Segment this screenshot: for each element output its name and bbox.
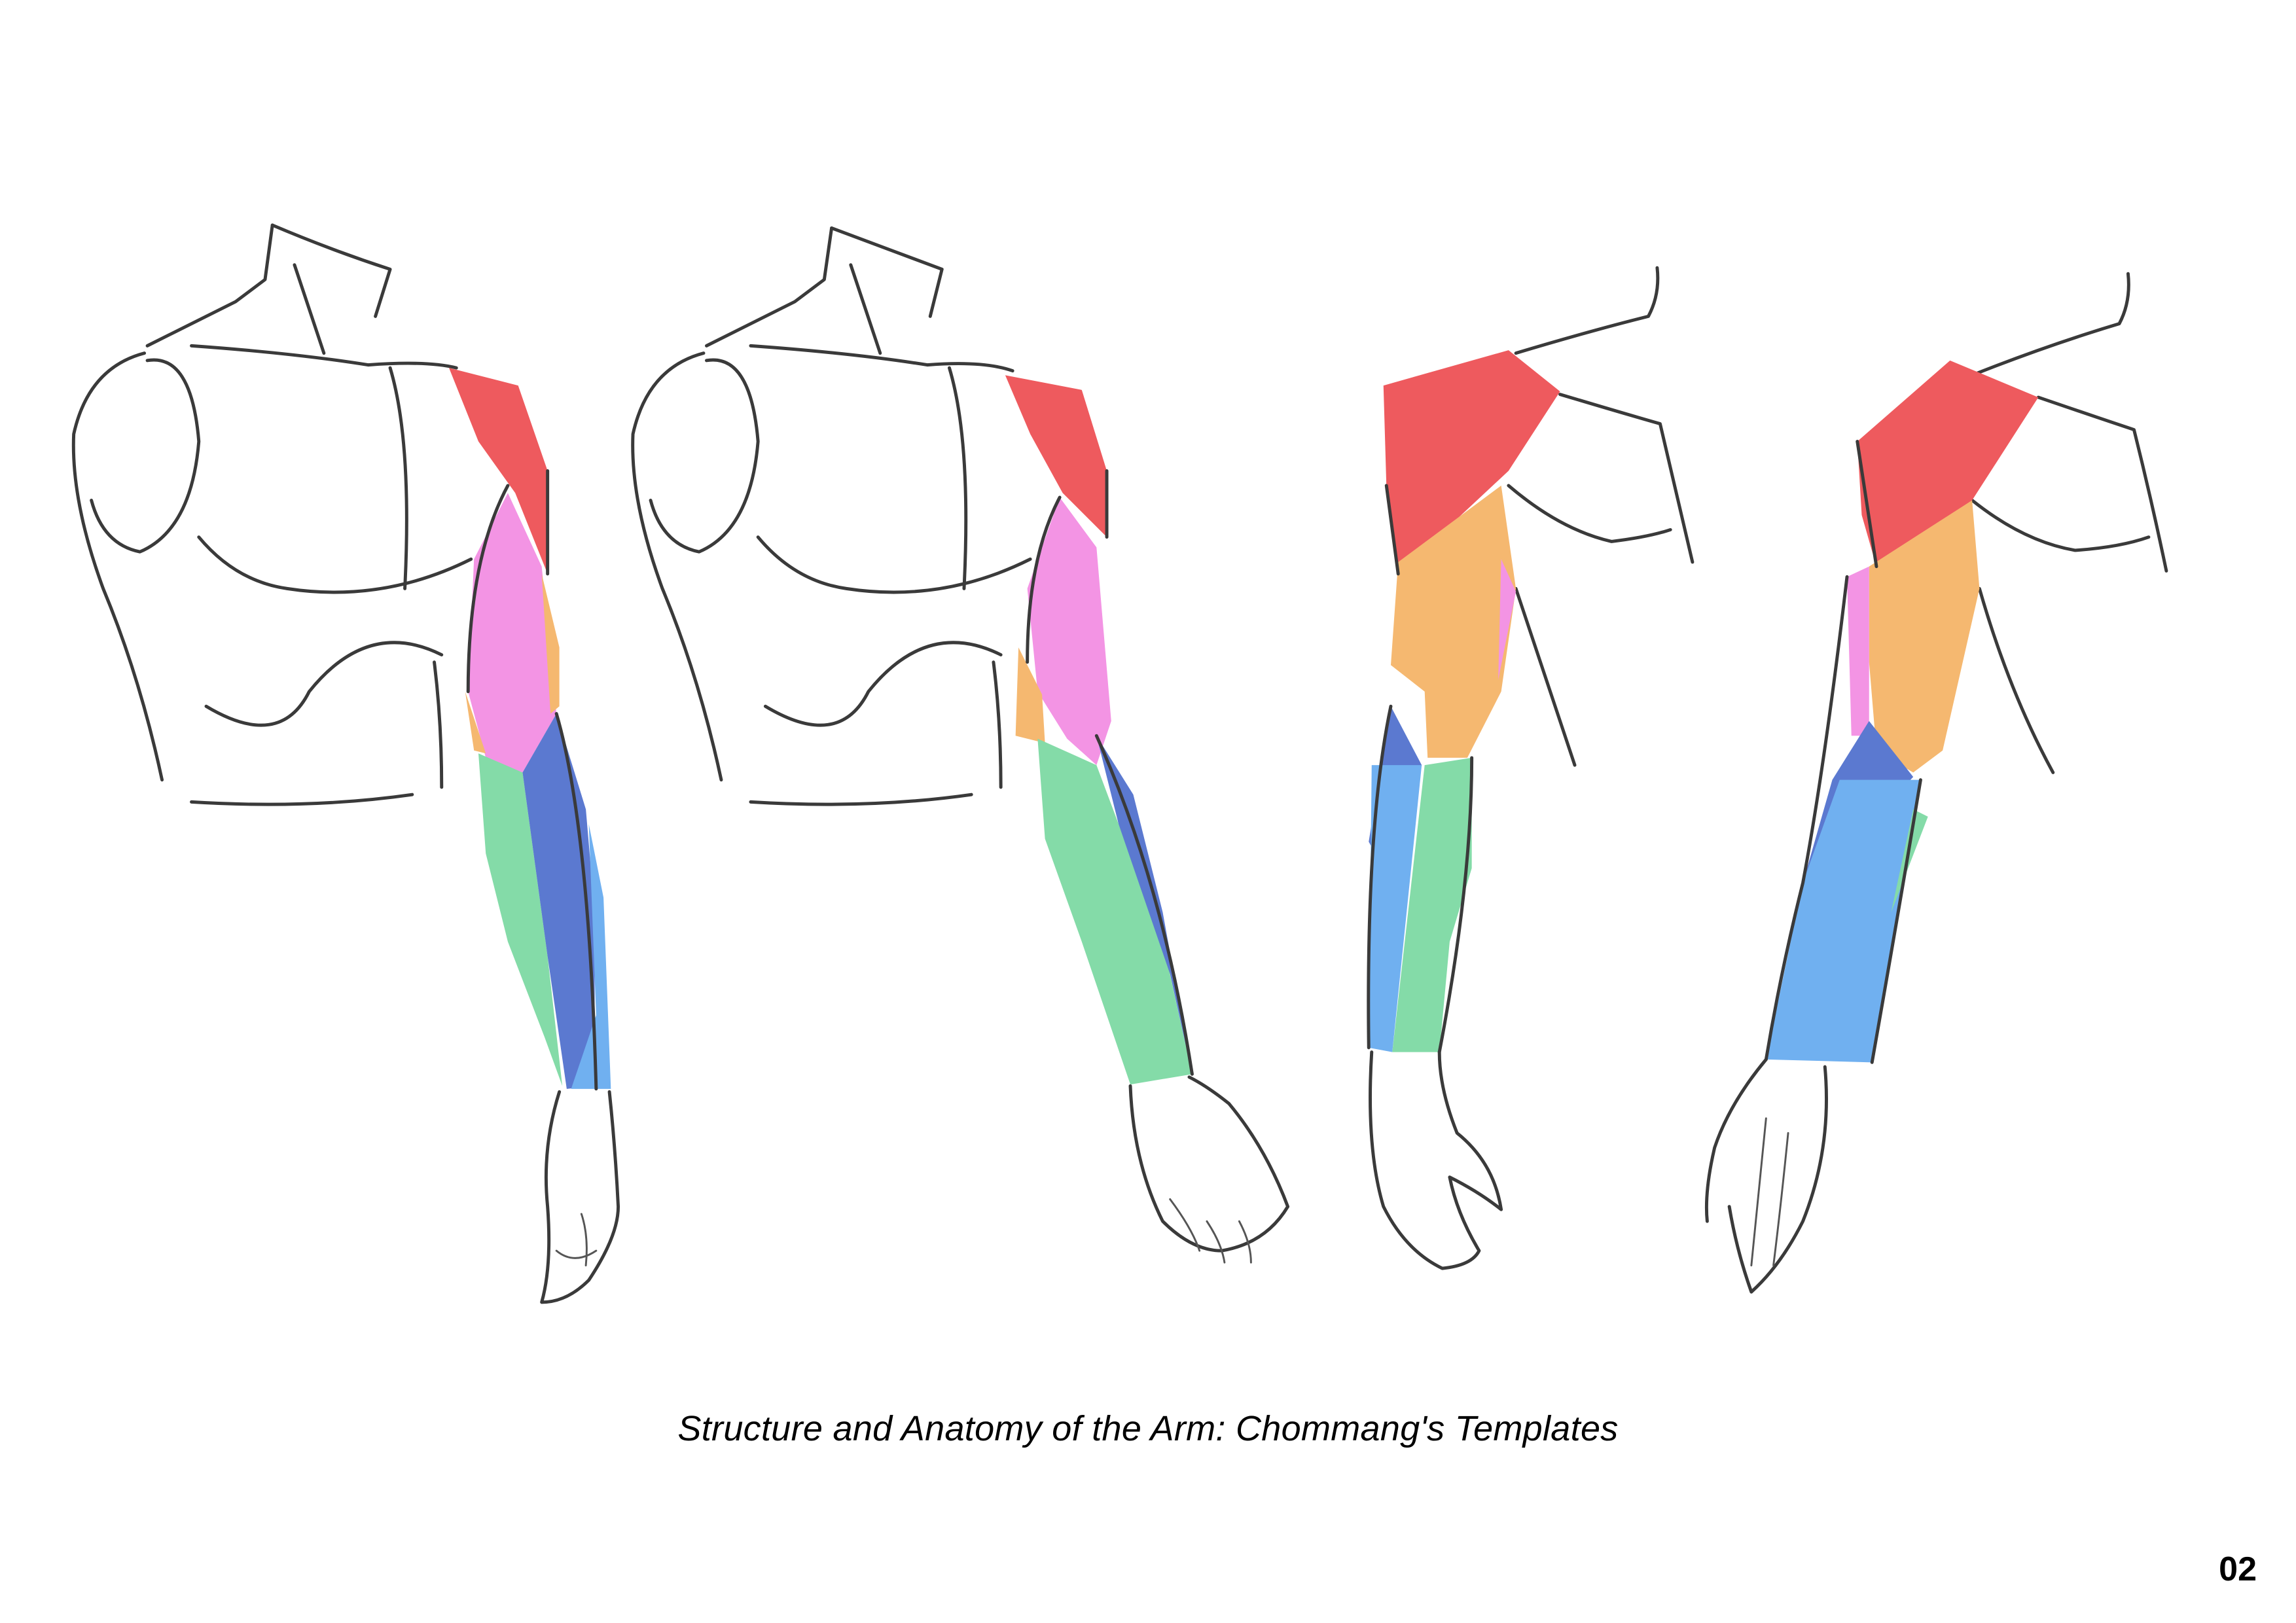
brachialis-muscle — [541, 573, 560, 714]
page-number: 02 — [2219, 1550, 2257, 1588]
forearm-extensor-muscle — [1096, 736, 1193, 1075]
brachialis-muscle — [1015, 647, 1045, 743]
biceps-muscle — [468, 493, 557, 773]
brachialis-muscle-lower — [465, 691, 486, 754]
biceps-muscle — [1027, 497, 1111, 766]
torso-sketch — [631, 226, 1032, 806]
forearm-flexor-muscle — [1891, 809, 1928, 913]
forearm-ulna-muscle — [571, 824, 611, 1089]
forearm-flexor-muscle — [478, 753, 563, 1086]
hand-sketch — [1704, 1058, 1828, 1294]
torso-sketch — [1507, 266, 1695, 767]
forearm-ulna-muscle — [1369, 765, 1422, 1052]
figure-front-torso-arm-2 — [631, 226, 1290, 1264]
forearm-ulna-muscle — [1766, 779, 1921, 1063]
forearm-flexor-muscle — [1392, 757, 1472, 1052]
forearm-flexor-muscle — [1037, 738, 1193, 1085]
page-caption: Structure and Anatomy of the Arm: Chomma… — [677, 1409, 1619, 1448]
deltoid-muscle — [1383, 350, 1560, 574]
triceps-muscle — [1390, 485, 1516, 758]
deltoid-muscle — [449, 368, 548, 574]
biceps-muscle — [1846, 566, 1869, 736]
hand-sketch — [1128, 1075, 1290, 1264]
hand-sketch — [1369, 1050, 1503, 1270]
deltoid-muscle — [1857, 360, 2039, 567]
figure-side-arm-3 — [1367, 266, 1695, 1270]
hand-sketch — [540, 1090, 620, 1304]
figure-front-torso-arm-1 — [71, 223, 620, 1304]
torso-sketch — [71, 223, 473, 806]
torso-sketch — [1970, 272, 2168, 774]
deltoid-muscle — [1005, 375, 1107, 537]
biceps-muscle — [1498, 559, 1516, 680]
triceps-muscle — [1869, 500, 1980, 773]
figure-side-arm-4 — [1704, 272, 2168, 1294]
